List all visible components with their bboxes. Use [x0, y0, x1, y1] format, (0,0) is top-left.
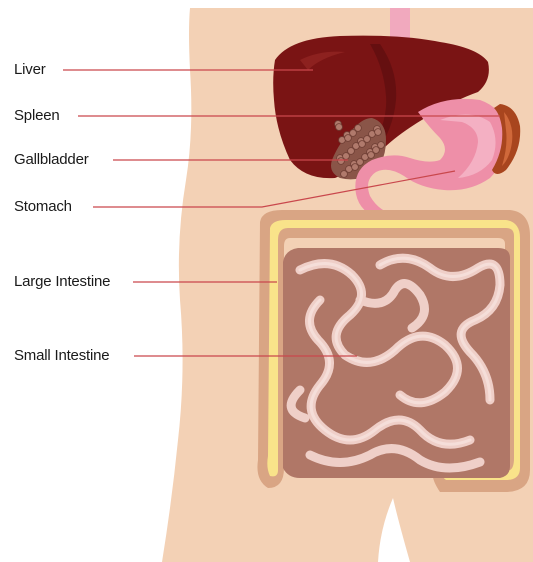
label-gallbladder: Gallbladder	[14, 151, 89, 169]
label-small-intestine: Small Intestine	[14, 347, 109, 365]
small-intestine-shape	[283, 248, 510, 478]
label-spleen: Spleen	[14, 107, 60, 125]
label-large-intestine: Large Intestine	[14, 273, 110, 291]
label-stomach: Stomach	[14, 198, 72, 216]
label-liver: Liver	[14, 61, 46, 79]
